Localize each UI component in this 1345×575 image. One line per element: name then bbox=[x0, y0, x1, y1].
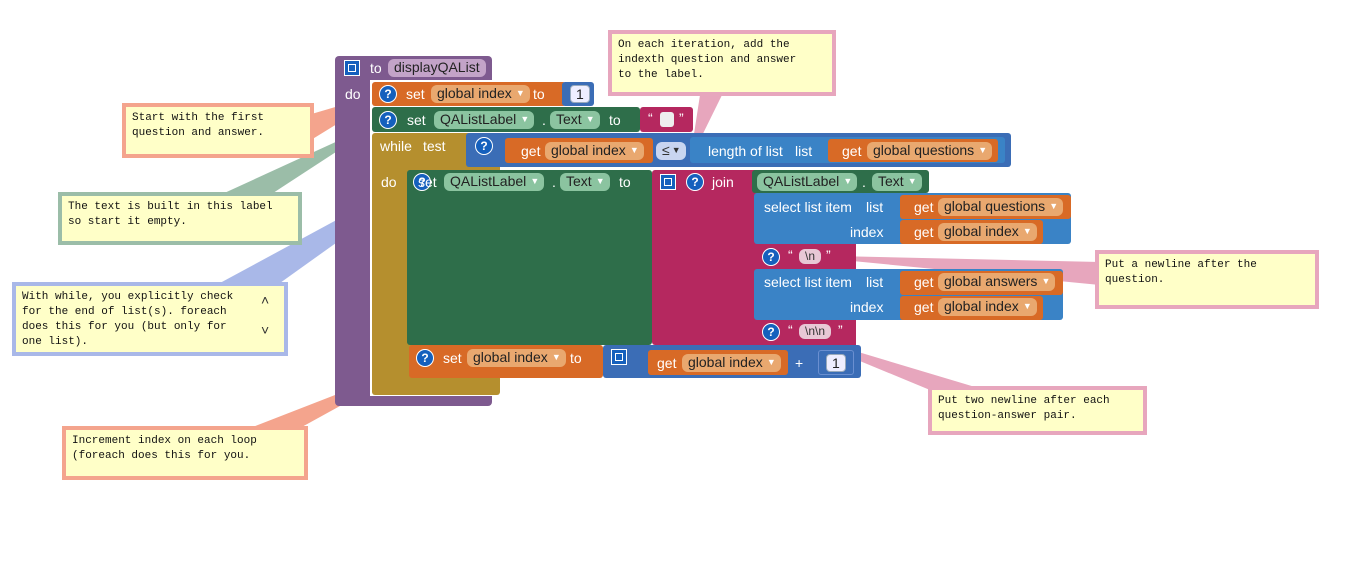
chevron-down-icon[interactable]: ˅ bbox=[261, 322, 270, 338]
select-list-item-label: select list item bbox=[764, 199, 852, 215]
help-icon[interactable]: ? bbox=[379, 85, 397, 103]
get-label: get bbox=[521, 143, 541, 159]
variable-dropdown[interactable]: global index▼ bbox=[545, 142, 644, 160]
quote-open: “ bbox=[788, 322, 793, 338]
comment-newline[interactable]: Put a newline after the question. bbox=[1095, 250, 1319, 309]
chevron-up-icon[interactable]: ˄ bbox=[261, 292, 270, 308]
variable-dropdown[interactable]: global index▼ bbox=[682, 354, 781, 372]
plus-operator: + bbox=[795, 355, 804, 371]
set-label: set bbox=[407, 112, 426, 128]
quote-close: ” bbox=[838, 322, 843, 338]
variable-dropdown[interactable]: global answers▼ bbox=[938, 273, 1056, 291]
empty-text-field[interactable] bbox=[660, 112, 674, 127]
component-dropdown[interactable]: QAListLabel▼ bbox=[434, 111, 535, 129]
index-label: index bbox=[850, 224, 884, 240]
number-field[interactable]: 1 bbox=[570, 85, 590, 103]
while-label: while bbox=[380, 138, 412, 154]
variable-dropdown[interactable]: global questions▼ bbox=[867, 142, 993, 160]
mutator-icon[interactable] bbox=[611, 349, 627, 365]
set-label: set bbox=[406, 86, 425, 102]
mutator-icon[interactable] bbox=[344, 60, 360, 76]
dot-label: . bbox=[552, 174, 556, 190]
index-label: index bbox=[850, 299, 884, 315]
to-label: to bbox=[609, 112, 621, 128]
compare-operator-dropdown[interactable]: ≤▼ bbox=[656, 142, 686, 160]
set-label: set bbox=[443, 350, 462, 366]
help-icon[interactable]: ? bbox=[416, 349, 434, 367]
dot-label: . bbox=[862, 174, 866, 190]
variable-dropdown[interactable]: global questions▼ bbox=[938, 198, 1064, 216]
comment-scrollbar[interactable]: ˄ ˅ bbox=[254, 290, 280, 346]
property-dropdown[interactable]: Text▼ bbox=[550, 111, 600, 129]
variable-dropdown[interactable]: global index▼ bbox=[431, 85, 530, 103]
get-label: get bbox=[914, 199, 934, 215]
double-newline-text-field[interactable]: \n\n bbox=[799, 324, 832, 339]
join-label: join bbox=[712, 174, 734, 190]
get-label: get bbox=[842, 143, 862, 159]
number-field[interactable]: 1 bbox=[826, 354, 846, 372]
quote-open: “ bbox=[788, 247, 793, 263]
get-label: get bbox=[914, 224, 934, 240]
help-icon[interactable]: ? bbox=[762, 323, 780, 341]
mutator-icon[interactable] bbox=[660, 174, 676, 190]
property-dropdown[interactable]: Text▼ bbox=[560, 173, 610, 191]
dot-label: . bbox=[542, 112, 546, 128]
get-label: get bbox=[914, 299, 934, 315]
set-label: set bbox=[418, 174, 437, 190]
while-do-label: do bbox=[381, 174, 397, 190]
test-label: test bbox=[423, 138, 446, 154]
comment-two-newline[interactable]: Put two newline after each question-answ… bbox=[928, 386, 1147, 435]
get-label: get bbox=[914, 274, 934, 290]
procedure-do-label: do bbox=[345, 86, 361, 102]
list-label: list bbox=[866, 274, 884, 290]
quote-close: ” bbox=[679, 110, 684, 126]
comment-increment[interactable]: Increment index on each loop (foreach do… bbox=[62, 426, 308, 480]
procedure-name-field[interactable]: displayQAList bbox=[388, 59, 486, 77]
list-label: list bbox=[795, 143, 813, 159]
list-label: list bbox=[866, 199, 884, 215]
comment-start[interactable]: Start with the first question and answer… bbox=[122, 103, 314, 158]
comment-while[interactable]: With while, you explicitly check for the… bbox=[12, 282, 288, 356]
select-list-item-label: select list item bbox=[764, 274, 852, 290]
variable-dropdown[interactable]: global index▼ bbox=[938, 223, 1037, 241]
help-icon[interactable]: ? bbox=[379, 111, 397, 129]
comment-label-empty[interactable]: The text is built in this label so start… bbox=[58, 192, 302, 245]
to-label: to bbox=[570, 350, 582, 366]
comment-iteration[interactable]: On each iteration, add the indexth quest… bbox=[608, 30, 836, 96]
length-of-list-label: length of list bbox=[708, 143, 783, 159]
quote-close: ” bbox=[826, 247, 831, 263]
help-icon[interactable]: ? bbox=[413, 173, 431, 191]
component-dropdown[interactable]: QAListLabel▼ bbox=[757, 173, 858, 191]
to-label: to bbox=[533, 86, 545, 102]
to-label: to bbox=[619, 174, 631, 190]
variable-dropdown[interactable]: global index▼ bbox=[938, 298, 1037, 316]
set-label-join-block[interactable] bbox=[407, 170, 652, 345]
get-label: get bbox=[657, 355, 677, 371]
component-dropdown[interactable]: QAListLabel▼ bbox=[444, 173, 545, 191]
newline-text-field[interactable]: \n bbox=[799, 249, 822, 264]
help-icon[interactable]: ? bbox=[475, 137, 493, 155]
property-dropdown[interactable]: Text▼ bbox=[872, 173, 922, 191]
quote-open: “ bbox=[648, 110, 653, 126]
help-icon[interactable]: ? bbox=[686, 173, 704, 191]
procedure-to-label: to bbox=[370, 60, 382, 76]
help-icon[interactable]: ? bbox=[762, 248, 780, 266]
variable-dropdown[interactable]: global index▼ bbox=[467, 349, 566, 367]
